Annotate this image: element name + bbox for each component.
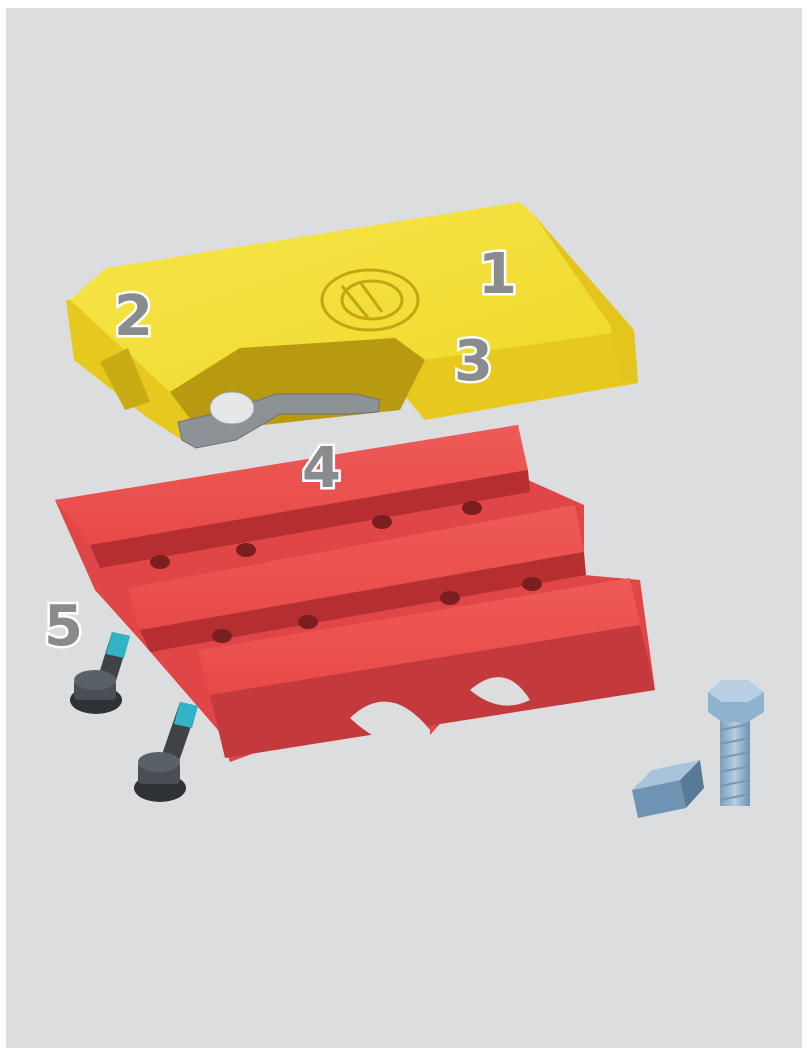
callout-5: 5 bbox=[44, 594, 83, 659]
callout-2: 2 bbox=[114, 284, 153, 349]
callout-3: 3 bbox=[454, 329, 493, 394]
bolt-hole bbox=[236, 543, 256, 557]
callout-4: 4 bbox=[302, 436, 341, 501]
bolt-hole bbox=[372, 515, 392, 529]
bolt-hole bbox=[522, 577, 542, 591]
bolt-hole bbox=[440, 591, 460, 605]
callout-1: 1 bbox=[478, 242, 517, 307]
bolt-hole bbox=[150, 555, 170, 569]
bolt-hole bbox=[212, 629, 232, 643]
bolt-hole bbox=[462, 501, 482, 515]
bolt-hole bbox=[298, 615, 318, 629]
clip-knob bbox=[210, 392, 254, 424]
